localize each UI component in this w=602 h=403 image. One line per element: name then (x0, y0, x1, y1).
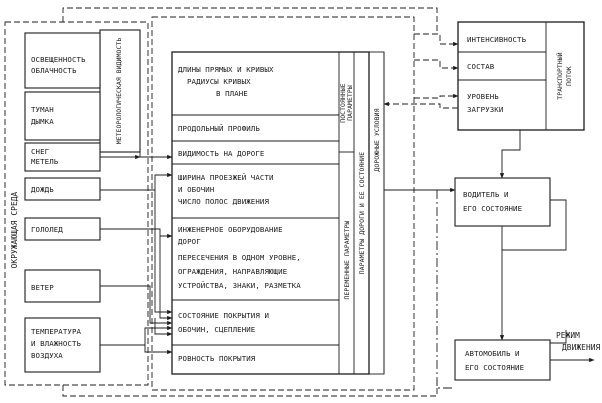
svg-text:ВОДИТЕЛЬ И: ВОДИТЕЛЬ И (463, 190, 509, 199)
svg-text:УСТРОЙСТВА, ЗНАКИ, РАЗМЕТКА: УСТРОЙСТВА, ЗНАКИ, РАЗМЕТКА (178, 281, 301, 290)
svg-text:МЕТЕЛЬ: МЕТЕЛЬ (31, 157, 59, 166)
road-row-surface: СОСТОЯНИЕ ПОКРЫТИЯ И ОБОЧИН, СЦЕПЛЕНИЕ (178, 311, 269, 334)
svg-text:ДЛИНЫ ПРЯМЫХ И КРИВЫХ: ДЛИНЫ ПРЯМЫХ И КРИВЫХ (178, 65, 274, 74)
env-fog-box: ТУМАН ДЫМКА (24, 91, 101, 141)
road-conditions-frame (151, 16, 415, 391)
svg-text:ЕГО СОСТОЯНИЕ: ЕГО СОСТОЯНИЕ (465, 363, 524, 372)
svg-text:ТЕМПЕРАТУРА: ТЕМПЕРАТУРА (31, 327, 81, 336)
driver-car-connectors (384, 130, 595, 363)
traffic-load: УРОВЕНЬ ЗАГРУЗКИ (467, 92, 503, 114)
svg-text:ДОЖДЬ: ДОЖДЬ (31, 185, 54, 194)
road-row-width: ШИРИНА ПРОЕЗЖЕЙ ЧАСТИ И ОБОЧИН ЧИСЛО ПОЛ… (178, 173, 274, 206)
top-feedback-line (62, 7, 438, 32)
env-snow-box: СНЕГ МЕТЕЛЬ (24, 142, 101, 172)
svg-text:ИНТЕНСИВНОСТЬ: ИНТЕНСИВНОСТЬ (467, 35, 527, 44)
svg-text:ЕГО СОСТОЯНИЕ: ЕГО СОСТОЯНИЕ (463, 204, 522, 213)
svg-text:ДОРОГ: ДОРОГ (178, 237, 201, 246)
svg-text:ШИРИНА ПРОЕЗЖЕЙ ЧАСТИ: ШИРИНА ПРОЕЗЖЕЙ ЧАСТИ (178, 173, 274, 182)
svg-text:АВТОМОБИЛЬ И: АВТОМОБИЛЬ И (465, 349, 520, 358)
env-ice-box: ГОЛОЛЕД (24, 217, 101, 241)
environment-frame (4, 21, 149, 386)
meteo-visibility-box (99, 29, 141, 153)
svg-text:ВОЗДУХА: ВОЗДУХА (31, 351, 63, 360)
traffic-flow-block (457, 21, 585, 131)
driver-feedback-line (436, 190, 455, 389)
road-traffic-connectors (383, 33, 459, 109)
env-overcast-box: ОСВЕЩЕННОСТЬ ОБЛАЧНОСТЬ (24, 32, 101, 89)
traffic-flow-label-2: ПОТОК (565, 66, 573, 86)
road-params-label: ПАРАМЕТРЫ ДОРОГИ И ЕЕ СОСТОЯНИЕ (358, 152, 366, 274)
svg-text:ГОЛОЛЕД: ГОЛОЛЕД (31, 225, 63, 234)
road-row-profile: ПРОДОЛЬНЫЙ ПРОФИЛЬ (178, 124, 260, 133)
variable-params-label: ПЕРЕМЕННЫЕ ПАРАМЕТРЫ (343, 220, 351, 299)
traffic-flow-label-1: ТРАНСПОРТНЫЙ (555, 52, 564, 99)
svg-text:ВЕТЕР: ВЕТЕР (31, 283, 54, 292)
svg-text:ОБЛАЧНОСТЬ: ОБЛАЧНОСТЬ (31, 66, 77, 75)
svg-text:И ВЛАЖНОСТЬ: И ВЛАЖНОСТЬ (31, 339, 81, 348)
permanent-params-label-2: ПАРАМЕТРЫ (346, 85, 354, 121)
svg-text:ОБОЧИН, СЦЕПЛЕНИЕ: ОБОЧИН, СЦЕПЛЕНИЕ (178, 325, 255, 334)
environment-label: ОКРУЖАЮЩАЯ СРЕДА (10, 191, 19, 268)
car-box: АВТОМОБИЛЬ И ЕГО СОСТОЯНИЕ (454, 339, 551, 381)
driver-box: ВОДИТЕЛЬ И ЕГО СОСТОЯНИЕ (454, 177, 551, 227)
svg-text:СОСТАВ: СОСТАВ (467, 62, 495, 71)
svg-text:ДЫМКА: ДЫМКА (31, 117, 54, 126)
svg-text:ЧИСЛО ПОЛОС ДВИЖЕНИЯ: ЧИСЛО ПОЛОС ДВИЖЕНИЯ (178, 197, 269, 206)
permanent-params-label-1: ПОСТОЯННЫЕ (339, 83, 347, 123)
svg-text:РАДИУСЫ КРИВЫХ: РАДИУСЫ КРИВЫХ (187, 77, 251, 86)
env-wind-box: ВЕТЕР (24, 269, 101, 303)
svg-text:РОВНОСТЬ ПОКРЫТИЯ: РОВНОСТЬ ПОКРЫТИЯ (178, 354, 256, 363)
traffic-intensity: ИНТЕНСИВНОСТЬ (467, 35, 527, 44)
svg-text:РЕЖИМ: РЕЖИМ (556, 331, 580, 340)
svg-text:ТУМАН: ТУМАН (31, 105, 54, 114)
svg-text:УРОВЕНЬ: УРОВЕНЬ (467, 92, 499, 101)
svg-text:ПЕРЕСЕЧЕНИЯ В ОДНОМ УРОВНЕ,: ПЕРЕСЕЧЕНИЯ В ОДНОМ УРОВНЕ, (178, 253, 301, 262)
svg-text:ДВИЖЕНИЯ: ДВИЖЕНИЯ (562, 343, 601, 352)
svg-text:ПРОДОЛЬНЫЙ ПРОФИЛЬ: ПРОДОЛЬНЫЙ ПРОФИЛЬ (178, 124, 260, 133)
bottom-feedback-line (62, 380, 438, 397)
traffic-composition: СОСТАВ (467, 62, 495, 71)
road-conditions-label: ДОРОЖНЫЕ УСЛОВИЯ (373, 108, 381, 171)
movement-mode-label: РЕЖИМ ДВИЖЕНИЯ (556, 331, 601, 352)
env-rain-box: ДОЖДЬ (24, 177, 101, 201)
svg-text:В ПЛАНЕ: В ПЛАНЕ (216, 89, 248, 98)
svg-text:ИНЖЕНЕРНОЕ ОБОРУДОВАНИЕ: ИНЖЕНЕРНОЕ ОБОРУДОВАНИЕ (178, 225, 283, 234)
env-temperature-box: ТЕМПЕРАТУРА И ВЛАЖНОСТЬ ВОЗДУХА (24, 317, 101, 373)
svg-text:ОГРАЖДЕНИЯ, НАПРАВЛЯЮЩИЕ: ОГРАЖДЕНИЯ, НАПРАВЛЯЮЩИЕ (178, 267, 287, 276)
road-row-visibility: ВИДИМОСТЬ НА ДОРОГЕ (178, 149, 264, 158)
road-row-evenness: РОВНОСТЬ ПОКРЫТИЯ (178, 354, 256, 363)
environment-connectors (100, 152, 173, 355)
meteo-visibility-label: МЕТЕОРОЛОГИЧЕСКАЯ ВИДИМОСТЬ (115, 38, 123, 145)
svg-text:СОСТОЯНИЕ ПОКРЫТИЯ И: СОСТОЯНИЕ ПОКРЫТИЯ И (178, 311, 269, 320)
road-row-plan: ДЛИНЫ ПРЯМЫХ И КРИВЫХ РАДИУСЫ КРИВЫХ В П… (178, 65, 274, 98)
svg-text:И ОБОЧИН: И ОБОЧИН (178, 185, 214, 194)
svg-text:ОСВЕЩЕННОСТЬ: ОСВЕЩЕННОСТЬ (31, 55, 86, 64)
svg-text:ВИДИМОСТЬ НА ДОРОГЕ: ВИДИМОСТЬ НА ДОРОГЕ (178, 149, 264, 158)
svg-text:СНЕГ: СНЕГ (31, 147, 50, 156)
road-row-equipment: ИНЖЕНЕРНОЕ ОБОРУДОВАНИЕ ДОРОГ ПЕРЕСЕЧЕНИ… (178, 225, 301, 290)
svg-text:ЗАГРУЗКИ: ЗАГРУЗКИ (467, 105, 503, 114)
